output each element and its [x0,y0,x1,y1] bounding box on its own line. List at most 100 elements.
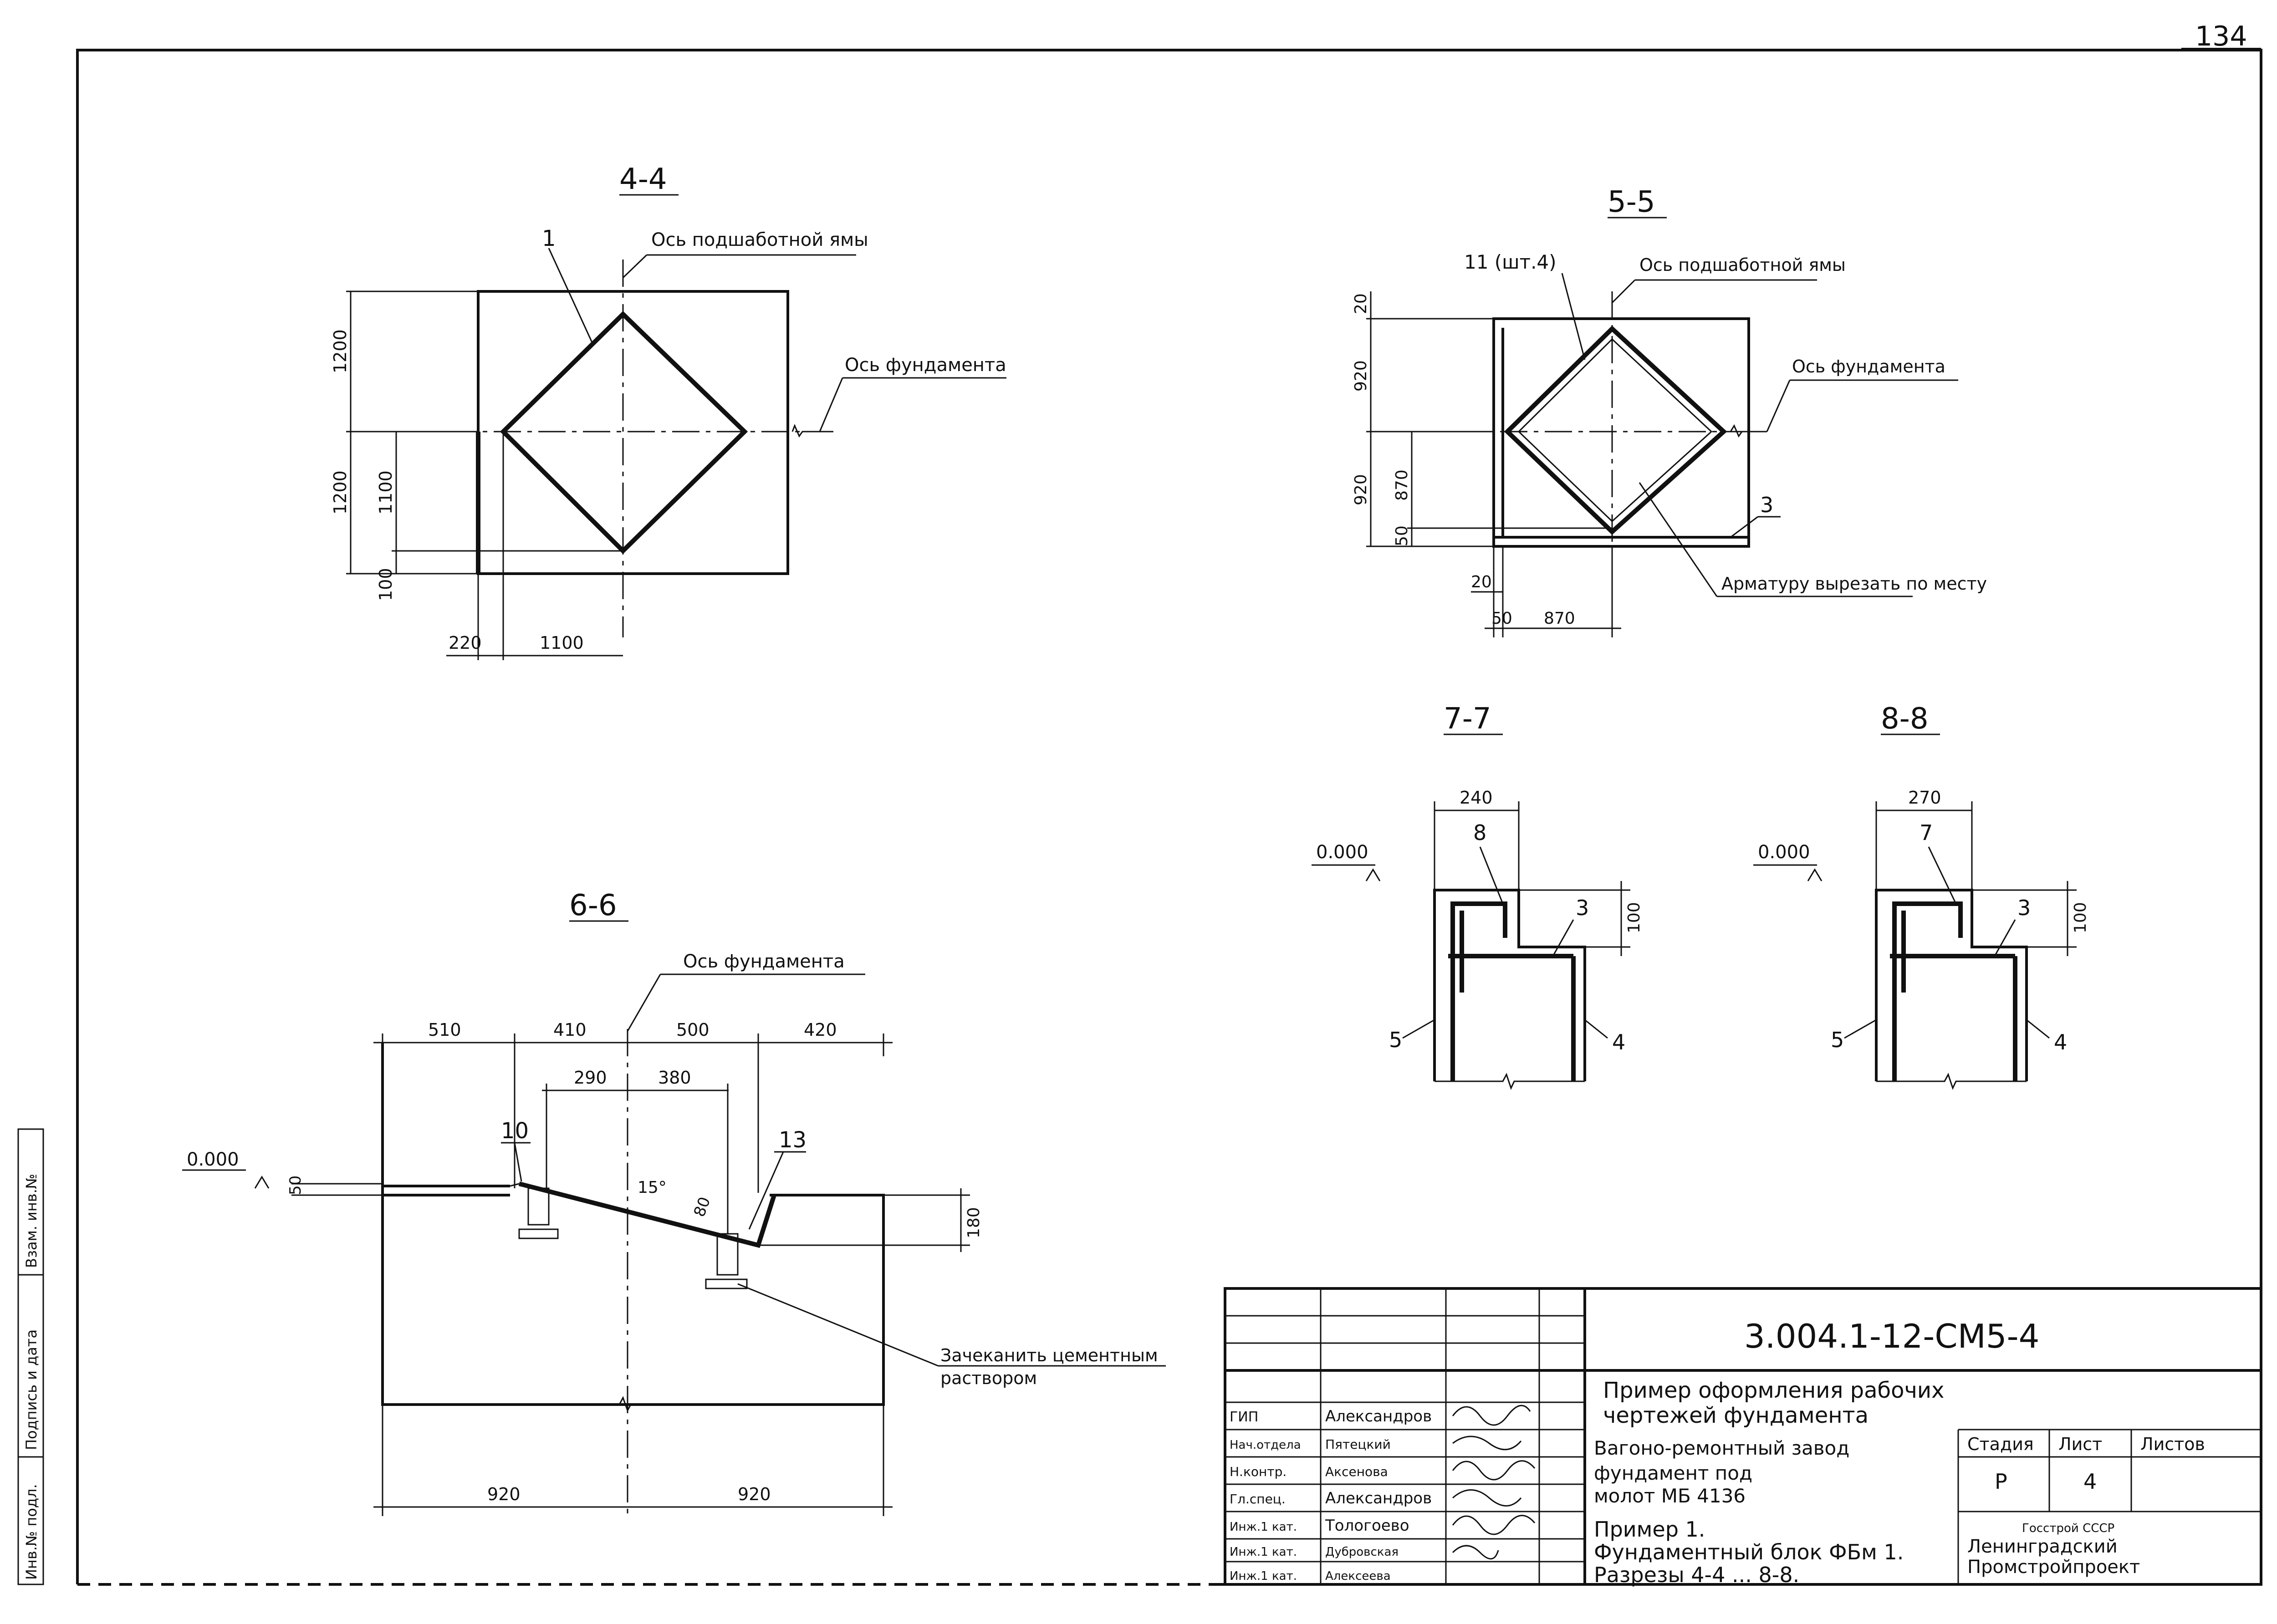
level-0000: 0.000 [1316,842,1368,863]
org-line-3: Промстройпроект [1967,1557,2140,1578]
header-sheet: Лист [2058,1434,2102,1454]
dim-20-horiz: 20 [1471,573,1492,591]
staff-name: Дубровская [1325,1545,1399,1559]
grout-note-2: раствором [940,1368,1037,1388]
project-line-1: Вагоно-ремонтный завод [1594,1437,1849,1459]
rebar-note: Арматуру вырезать по месту [1721,574,1987,594]
dim-1200-top: 1200 [330,329,350,373]
callout-1: 1 [542,226,556,251]
stage-value: Р [1995,1469,2007,1494]
project-line-3: молот МБ 4136 [1594,1485,1746,1507]
axis-foundation-label: Ось фундамента [683,951,845,972]
callout-11: 11 (шт.4) [1464,251,1557,273]
section-title: 7-7 [1444,702,1491,736]
grout-note-1: Зачеканить цементным [940,1345,1158,1365]
dim-420: 420 [804,1020,837,1040]
side-stamp: Инв.№ подл. Подпись и дата Взам. инв.№ [17,1128,44,1585]
dim-410: 410 [553,1020,587,1040]
dim-1100-vert: 1100 [376,470,396,514]
section-4-4: 4-4 1 Ось подшаботной ямы Ось фундамента… [330,163,1006,660]
section-title: 8-8 [1881,702,1929,736]
dim-180: 180 [965,1207,983,1238]
dim-920-left: 920 [487,1484,521,1504]
axis-foundation-label: Ось фундамента [845,355,1006,376]
stamp-signature-date: Подпись и дата [23,1329,40,1450]
stamp-inv-orig: Инв.№ подл. [23,1484,40,1580]
signatures [1452,1405,1536,1560]
project-line-2: фундамент под [1594,1462,1752,1484]
dim-870-vert: 870 [1393,469,1411,501]
dim-1200-bottom: 1200 [330,470,350,514]
dim-270: 270 [1908,788,1941,808]
callout-5: 5 [1831,1028,1844,1052]
dim-50-vert: 50 [1393,525,1411,546]
header-sheets: Листов [2140,1434,2205,1454]
stamp-replaced-inv: Взам. инв.№ [23,1174,40,1268]
header-stage: Стадия [1967,1434,2034,1454]
dim-100: 100 [1625,902,1644,933]
staff-role: Инж.1 кат. [1230,1569,1297,1583]
callout-4: 4 [2054,1030,2067,1054]
dim-920-right: 920 [738,1484,771,1504]
org-line-1: Госстрой СССР [2022,1522,2114,1535]
staff-role: ГИП [1230,1409,1258,1425]
dim-50-vert: 50 [286,1176,305,1195]
dim-220: 220 [449,633,482,653]
sheet-title-2: Фундаментный блок ФБм 1. [1594,1540,1904,1564]
staff-role: Инж.1 кат. [1230,1520,1297,1534]
section-title: 4-4 [619,163,667,196]
sheet-title-3: Разрезы 4-4 ... 8-8. [1594,1563,1799,1587]
axis-pit-label: Ось подшаботной ямы [1639,255,1846,275]
dim-20-top: 20 [1352,293,1370,314]
angle-15: 15° [638,1178,667,1197]
callout-4: 4 [1612,1030,1625,1054]
page-number: 134 [2195,20,2247,52]
dim-1100-horiz: 1100 [540,633,584,653]
dim-920-bottom: 920 [1352,474,1370,505]
dim-50-horiz: 50 [1491,609,1512,628]
staff-name: Пятецкий [1325,1437,1391,1452]
callout-3: 3 [1760,493,1773,517]
callout-7: 7 [1920,820,1933,845]
callout-8: 8 [1473,820,1486,845]
staff-role: Н.контр. [1230,1464,1287,1479]
sheet-value: 4 [2083,1469,2097,1494]
dim-100: 100 [2071,902,2090,933]
dim-870-horiz: 870 [1544,609,1575,628]
callout-3: 3 [1576,896,1589,920]
section-6-6: 6-6 10 13 15° 0.000 Ось фундамента [182,889,1166,1516]
level-0000: 0.000 [1758,842,1810,863]
org-line-2: Ленинградский [1967,1536,2118,1557]
staff-name: Аксенова [1325,1464,1388,1479]
callout-13: 13 [779,1127,807,1153]
subtitle-line-2: чертежей фундамента [1603,1403,1869,1428]
subtitle-line-1: Пример оформления рабочих [1603,1378,1944,1403]
dim-500: 500 [676,1020,710,1040]
section-8-8: 8-8 270 100 0.000 7 3 5 4 [1753,702,2090,1090]
section-title: 5-5 [1608,185,1655,219]
section-7-7: 7-7 240 100 0.000 8 3 5 4 [1312,702,1644,1090]
level-0000: 0.000 [187,1149,239,1170]
axis-pit-label: Ось подшаботной ямы [651,229,868,250]
title-block: 3.004.1-12-СМ5-4 Пример оформления рабоч… [1224,1287,2262,1587]
section-5-5: 5-5 11 (шт.4) Ось подшаботной ямы Ось фу… [1352,185,1987,637]
dim-290: 290 [574,1068,607,1088]
staff-role: Инж.1 кат. [1230,1545,1297,1559]
sheet-title-1: Пример 1. [1594,1517,1705,1542]
staff-role: Нач.отдела [1230,1438,1301,1452]
staff-name: Тологоево [1325,1517,1409,1535]
document-code: 3.004.1-12-СМ5-4 [1744,1317,2039,1355]
callout-3: 3 [2017,896,2031,920]
dim-100-vert: 100 [376,568,396,601]
staff-name: Александров [1325,1489,1432,1507]
staff-name: Алексеева [1325,1569,1391,1583]
staff-name: Александров [1325,1407,1432,1425]
staff-rows: ГИП Александров Нач.отдела Пятецкий Н.ко… [1230,1407,1432,1583]
section-title: 6-6 [569,889,617,922]
dim-240: 240 [1460,788,1493,808]
dim-510: 510 [428,1020,461,1040]
dim-920-top: 920 [1352,360,1370,392]
callout-5: 5 [1389,1028,1402,1052]
axis-foundation-label: Ось фундамента [1792,356,1945,377]
